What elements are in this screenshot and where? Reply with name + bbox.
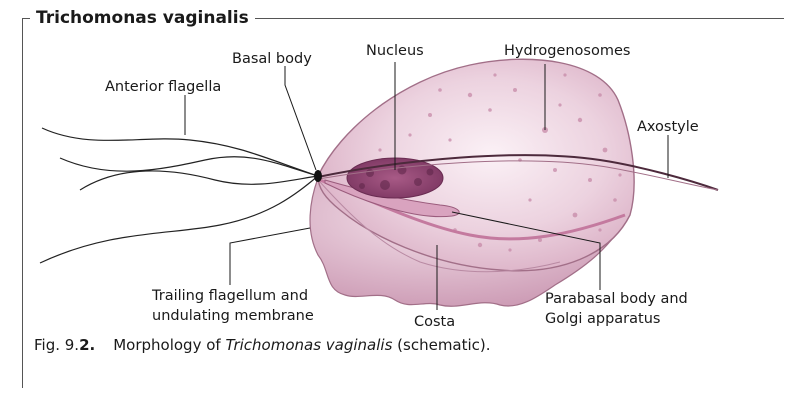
caption-text-after: (schematic). [392,336,490,354]
anterior-flagella-group [40,128,318,263]
label-parabasal-line2: Golgi apparatus [545,311,660,327]
flagellum-3 [80,171,318,190]
label-basal-body: Basal body [232,51,312,67]
caption-species: Trichomonas vaginalis [225,336,392,354]
label-anterior-flagella: Anterior flagella [105,79,221,95]
figure-title: Trichomonas vaginalis [30,8,255,28]
basal-body-dot [314,170,322,182]
flagellum-2 [60,157,318,176]
leader-basal-body [285,66,316,170]
caption-text-before: Morphology of [113,336,225,354]
label-axostyle: Axostyle [637,119,699,135]
caption-prefix: Fig. 9. [34,336,79,354]
label-trailing-line2: undulating membrane [152,308,314,324]
caption-number: 2. [79,336,95,354]
label-parabasal-line1: Parabasal body and [545,291,688,307]
label-hydrogenosomes: Hydrogenosomes [504,43,630,59]
label-costa: Costa [414,314,455,330]
label-trailing-line1: Trailing flagellum and [151,288,308,304]
leader-trailing [230,228,310,285]
figure-caption: Fig. 9.2. Morphology of Trichomonas vagin… [34,336,491,354]
label-nucleus: Nucleus [366,43,424,59]
flagellum-1 [42,128,318,176]
